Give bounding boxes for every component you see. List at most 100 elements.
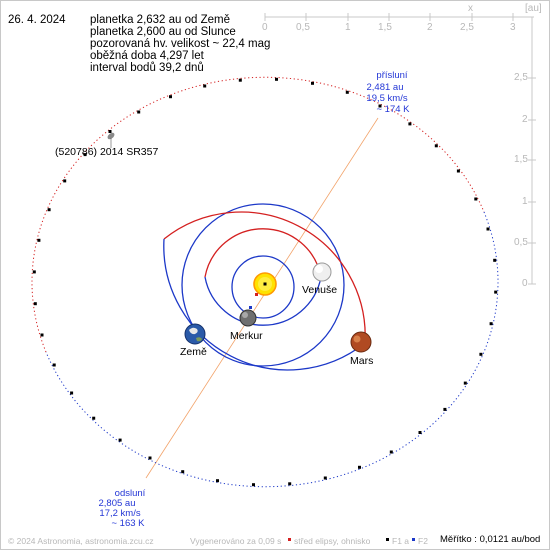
orbit-position-marker xyxy=(489,322,493,326)
sun-icon xyxy=(253,272,277,296)
aphelion-temperature: ~ 163 K xyxy=(111,518,145,529)
axis-tick-x: 3 xyxy=(510,22,516,33)
orbit-position-marker xyxy=(108,130,112,133)
orbit-position-marker xyxy=(63,179,67,183)
legend-center-label: střed elipsy, ohnisko xyxy=(294,536,371,546)
orbit-position-marker xyxy=(169,95,172,99)
orbit-position-marker xyxy=(323,476,327,480)
aphelion-distance: 2,805 au xyxy=(98,498,136,509)
legend-f2-marker xyxy=(412,538,415,541)
orbit-position-marker xyxy=(37,238,41,242)
orbit-position-marker xyxy=(486,227,490,231)
mars-label: Mars xyxy=(350,355,374,367)
orbit-position-marker xyxy=(434,144,438,148)
mercury-label: Merkur xyxy=(230,330,263,342)
axis-tick-y: 0,5 xyxy=(514,237,528,248)
orbit-position-marker xyxy=(40,333,44,337)
orbit-position-marker xyxy=(479,352,483,356)
info-period: oběžná doba 4,297 let xyxy=(90,50,204,62)
orbit-position-marker xyxy=(137,110,141,114)
orbit-position-marker xyxy=(47,208,51,212)
orbit-position-marker xyxy=(288,482,292,486)
orbit-position-marker xyxy=(92,416,96,420)
info-magnitude: pozorovaná hv. velikost ~ 22,4 mag xyxy=(90,38,271,50)
date-label: 26. 4. 2024 xyxy=(8,14,66,26)
orbit-position-marker xyxy=(118,438,122,442)
legend-f1-marker xyxy=(386,538,389,541)
orbit-position-marker xyxy=(463,381,467,385)
asteroid-name: (520786) 2014 SR357 xyxy=(55,146,159,158)
footer-generated: Vygenerováno za 0,09 s xyxy=(190,536,282,546)
orbit-position-marker xyxy=(216,479,219,483)
orbit-position-marker xyxy=(378,104,382,108)
orbit-position-marker xyxy=(311,81,314,85)
axis-tick-y: 2,5 xyxy=(514,72,528,83)
perihelion-distance: 2,481 au xyxy=(366,82,404,93)
mercury-orbit xyxy=(231,255,295,319)
legend-f2-label: F2 xyxy=(418,536,428,546)
aphelion-speed: 17,2 km/s xyxy=(99,508,141,519)
perihelion-temperature: ~ 174 K xyxy=(376,104,410,115)
orbit-position-marker xyxy=(456,169,460,173)
axis-tick-x: 1,5 xyxy=(378,22,392,33)
orbit-position-marker xyxy=(389,450,393,454)
orbit-position-marker xyxy=(70,391,74,395)
scale-axis-x xyxy=(264,13,534,21)
asteroid-icon xyxy=(107,132,115,140)
scale-label: Měřítko : 0,0121 au/bod xyxy=(440,534,541,545)
orbit-position-marker xyxy=(203,84,207,88)
orbit-position-marker xyxy=(52,363,56,367)
venus-label: Venuše xyxy=(302,284,338,296)
axis-tick-x: 0,5 xyxy=(296,22,310,33)
axis-tick-x: 2,5 xyxy=(460,22,474,33)
axis-tick-y: 0 xyxy=(522,278,528,289)
orbit-position-marker xyxy=(181,470,185,474)
orbit-position-marker xyxy=(358,465,361,469)
axis-unit-x: x xyxy=(468,3,473,14)
orbit-position-marker xyxy=(408,122,412,126)
axis-tick-x: 1 xyxy=(345,22,351,33)
venus-icon xyxy=(312,262,332,282)
axis-tick-y: 1,5 xyxy=(514,154,528,165)
axis-unit: [au] xyxy=(525,3,542,14)
axis-tick-x: 2 xyxy=(427,22,433,33)
asteroid-orbit-upper xyxy=(31,76,485,353)
orbit-position-marker xyxy=(238,78,242,82)
orbit-position-marker xyxy=(493,258,497,262)
orbit-position-marker xyxy=(275,77,278,81)
mercury-icon xyxy=(239,309,257,327)
line-of-apsides xyxy=(145,117,379,479)
aphelion-title: odsluní xyxy=(114,488,146,499)
mars-orbit-upper xyxy=(163,211,366,344)
footer-copyright: © 2024 Astronomia, astronomia.zcu.cz xyxy=(8,536,154,546)
legend-f1-label: F1 a xyxy=(392,536,410,546)
orbit-position-marker xyxy=(148,456,152,460)
perihelion-speed: 19,5 km/s xyxy=(366,93,408,104)
earth-label: Země xyxy=(180,346,207,358)
orbit-position-marker xyxy=(83,153,87,157)
mars-icon xyxy=(350,331,372,353)
orbit-position-marker xyxy=(252,483,255,487)
info-point-interval: interval bodů 39,2 dnů xyxy=(90,62,204,74)
legend-center-marker xyxy=(288,538,291,541)
orbit-position-marker xyxy=(443,407,447,411)
asteroid-position-markers xyxy=(32,77,498,487)
mars-orbit-lower xyxy=(163,238,366,371)
info-distance-sun: planetka 2,600 au od Slunce xyxy=(90,26,236,38)
venus-orbit-upper xyxy=(204,228,322,278)
axis-tick-y: 2 xyxy=(522,114,528,125)
ellipse-center-marker xyxy=(255,293,258,296)
orbit-position-marker xyxy=(474,197,478,201)
orbit-position-marker xyxy=(418,431,422,434)
info-distance-earth: planetka 2,632 au od Země xyxy=(90,14,231,26)
earth-orbit xyxy=(181,203,345,367)
perihelion-title: přísluní xyxy=(376,70,408,81)
orbit-position-marker xyxy=(33,302,37,306)
axis-tick-x: 0 xyxy=(262,22,268,33)
earth-icon xyxy=(184,323,206,345)
venus-orbit-lower xyxy=(204,276,322,326)
asteroid-orbit-lower xyxy=(45,211,499,488)
scale-axis-y xyxy=(528,17,536,285)
orbit-position-marker xyxy=(494,290,498,294)
